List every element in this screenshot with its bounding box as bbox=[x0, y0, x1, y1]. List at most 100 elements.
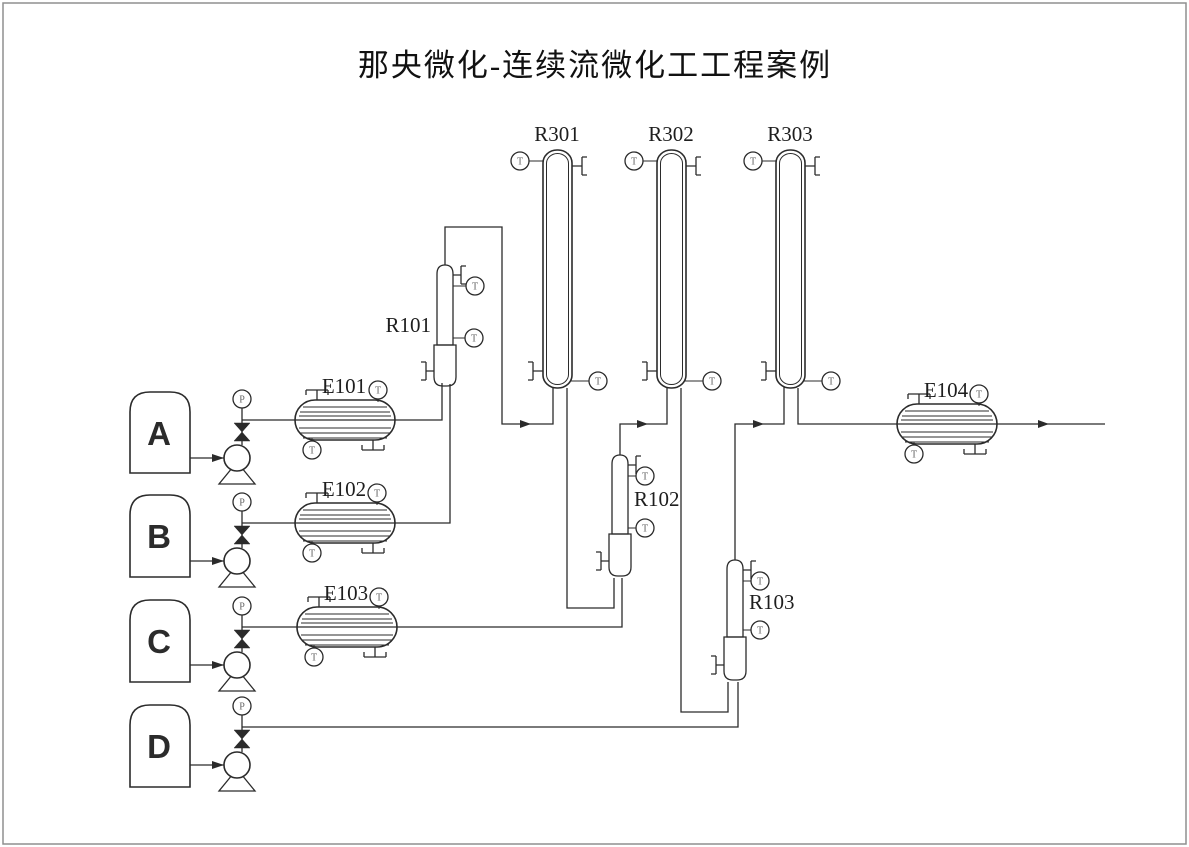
pressure-indicator-label: P bbox=[239, 498, 245, 509]
reactor-residence-section bbox=[433, 344, 457, 387]
nozzle bbox=[305, 389, 329, 400]
pressure-indicator bbox=[232, 389, 252, 409]
pipe-R102-R302 bbox=[619, 386, 668, 455]
pipe-feedD-R103 bbox=[242, 682, 739, 728]
tank-label: D bbox=[147, 728, 171, 765]
flow-arrow bbox=[637, 420, 648, 428]
nozzle bbox=[628, 455, 641, 475]
temperature-indicator bbox=[969, 384, 989, 404]
temperature-indicator-label: T bbox=[471, 334, 477, 345]
column-inner-wall bbox=[660, 153, 683, 385]
flow-arrow bbox=[1038, 420, 1049, 428]
valve-icon bbox=[233, 525, 251, 545]
pipe-R101-R301 bbox=[444, 226, 554, 425]
equipment-label: E101 bbox=[322, 374, 366, 398]
nozzle bbox=[363, 647, 387, 658]
exchanger-tubes bbox=[901, 410, 993, 443]
pump-base bbox=[217, 667, 257, 692]
temperature-indicator bbox=[821, 371, 841, 391]
valve-icon bbox=[233, 629, 251, 649]
nozzle bbox=[528, 361, 543, 381]
temperature-indicator bbox=[368, 380, 388, 400]
temperature-indicator-label: T bbox=[828, 377, 834, 388]
column-body bbox=[542, 149, 573, 389]
flow-arrow bbox=[212, 557, 224, 565]
exchanger-E101: E101 T T bbox=[294, 374, 396, 460]
temperature-indicator bbox=[635, 518, 655, 538]
pump-icon bbox=[223, 651, 251, 679]
temperature-indicator bbox=[464, 328, 484, 348]
equipment-label: R303 bbox=[767, 122, 813, 146]
temperature-indicator bbox=[624, 151, 644, 171]
nozzle bbox=[596, 551, 609, 571]
nozzle bbox=[686, 156, 701, 176]
pressure-indicator-label: P bbox=[239, 702, 245, 713]
pipe-R103-R303 bbox=[734, 386, 785, 560]
nozzle bbox=[761, 361, 776, 381]
feed-train-C: C P bbox=[129, 596, 257, 692]
exchanger-tubes bbox=[299, 406, 391, 439]
column-body bbox=[656, 149, 687, 389]
temperature-indicator-label: T bbox=[375, 386, 381, 397]
temperature-indicator-label: T bbox=[311, 653, 317, 664]
column-inner-wall bbox=[779, 153, 802, 385]
reactor-residence-section bbox=[723, 636, 747, 681]
temperature-indicator-label: T bbox=[757, 577, 763, 588]
equipment-label: R301 bbox=[534, 122, 580, 146]
temperature-indicator-label: T bbox=[911, 450, 917, 461]
nozzle bbox=[361, 440, 385, 451]
temperature-indicator bbox=[367, 483, 387, 503]
temperature-indicator bbox=[904, 444, 924, 464]
tank-label: A bbox=[147, 415, 171, 452]
nozzle bbox=[805, 156, 820, 176]
pump-base bbox=[217, 563, 257, 588]
nozzle bbox=[907, 393, 931, 404]
temperature-indicator bbox=[302, 440, 322, 460]
pressure-indicator bbox=[232, 596, 252, 616]
nozzle bbox=[572, 156, 587, 176]
exchanger-E103: E103 T T bbox=[296, 581, 398, 667]
microreactor-R101: T T R101 bbox=[385, 264, 485, 387]
temperature-indicator-label: T bbox=[757, 626, 763, 637]
nozzle bbox=[642, 361, 657, 381]
equipment-label: R103 bbox=[749, 590, 795, 614]
pipe-R301-R102 bbox=[566, 388, 615, 609]
equipment-label: R102 bbox=[634, 487, 680, 511]
temperature-indicator-label: T bbox=[976, 390, 982, 401]
pump-icon bbox=[223, 444, 251, 472]
temperature-indicator bbox=[369, 587, 389, 607]
temperature-indicator bbox=[304, 647, 324, 667]
tank-body bbox=[129, 391, 191, 474]
exchanger-tubes bbox=[301, 613, 393, 646]
temperature-indicator-label: T bbox=[374, 489, 380, 500]
temperature-indicator-label: T bbox=[472, 282, 478, 293]
flow-arrow bbox=[212, 661, 224, 669]
valve-icon bbox=[233, 729, 251, 749]
pressure-indicator bbox=[232, 696, 252, 716]
temperature-indicator-label: T bbox=[631, 157, 637, 168]
nozzle bbox=[711, 655, 724, 675]
equipment-label: E102 bbox=[322, 477, 366, 501]
reactor-mixing-section bbox=[611, 454, 629, 535]
flow-arrow bbox=[753, 420, 764, 428]
microreactor-R102: T T R102 bbox=[596, 454, 680, 577]
temperature-indicator bbox=[743, 151, 763, 171]
equipment-label: E103 bbox=[324, 581, 368, 605]
pump-base bbox=[217, 460, 257, 485]
temperature-indicator bbox=[510, 151, 530, 171]
temperature-indicator bbox=[465, 276, 485, 296]
temperature-indicator-label: T bbox=[309, 446, 315, 457]
pressure-indicator-label: P bbox=[239, 395, 245, 406]
tank-label: C bbox=[147, 623, 171, 660]
temperature-indicator-label: T bbox=[517, 157, 523, 168]
valve-icon bbox=[233, 422, 251, 442]
temperature-indicator-label: T bbox=[709, 377, 715, 388]
reactor-residence-section bbox=[608, 533, 632, 577]
temperature-indicator bbox=[635, 466, 655, 486]
exchanger-E104: E104 T T bbox=[896, 378, 998, 464]
pipes bbox=[242, 226, 1105, 728]
flow-arrow bbox=[520, 420, 531, 428]
